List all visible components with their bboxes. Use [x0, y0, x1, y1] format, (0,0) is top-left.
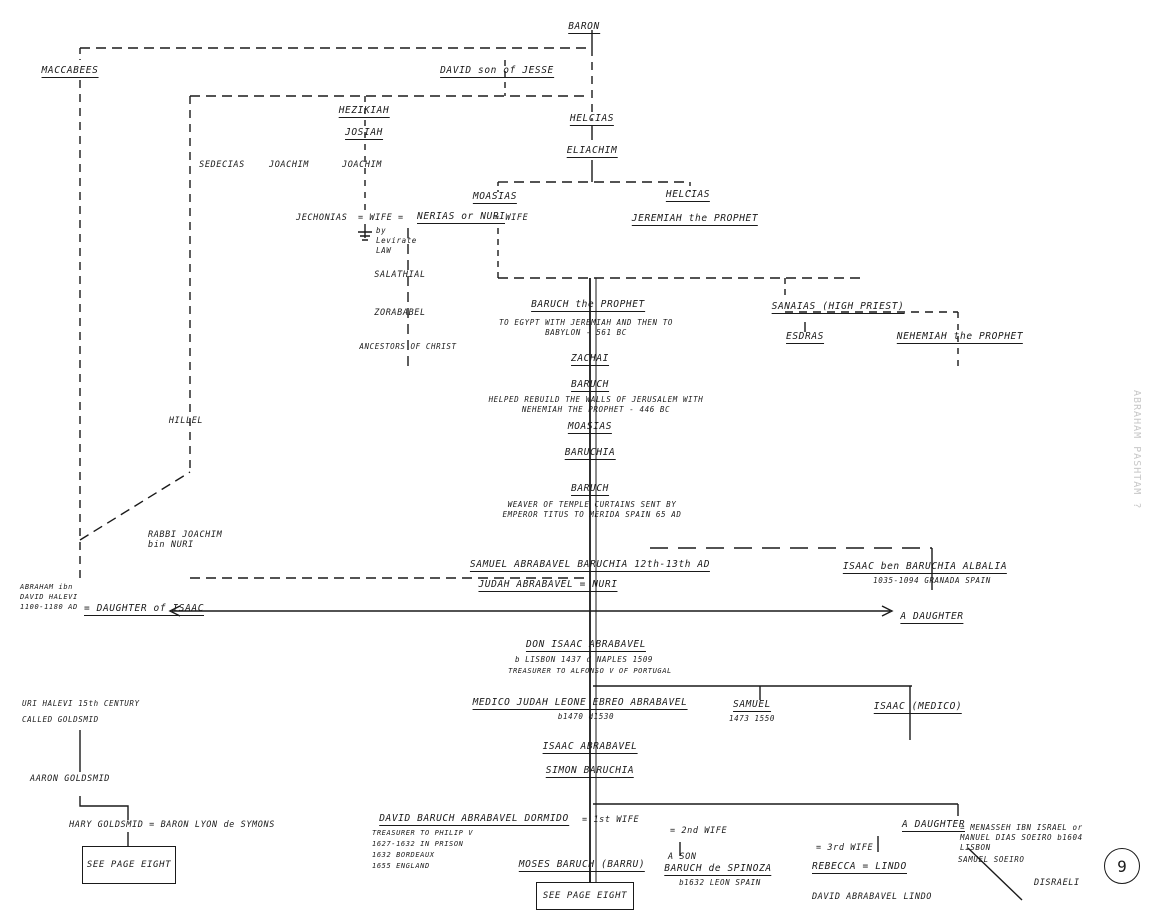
node-don-isaac-note1: b LISBON 1437 d NAPLES 1509 — [514, 655, 654, 664]
node-hillel: HILLEL — [168, 416, 204, 426]
node-baruch2: BARUCH — [571, 379, 609, 392]
see-page-eight-center-box: SEE PAGE EIGHT — [536, 882, 634, 910]
node-david: DAVID son of JESSE — [440, 65, 554, 78]
node-baruch-prophet-note: TO EGYPT WITH JEREMIAH AND THEN TO BABYL… — [499, 318, 673, 337]
node-a-daughter1: A DAUGHTER — [900, 611, 964, 624]
node-disraeli: DISRAELI — [1034, 878, 1080, 888]
node-wife1: = WIFE = — [358, 213, 404, 223]
node-a-daughter2: A DAUGHTER — [902, 819, 966, 832]
node-isaac-medico: ISAAC (MEDICO) — [873, 701, 963, 714]
see-page-eight-left-box: SEE PAGE EIGHT — [82, 846, 176, 884]
node-hary: HARY GOLDSMID = BARON LYON de SYMONS — [69, 820, 275, 830]
node-samuel: SAMUEL ABRABAVEL BARUCHIA 12th-13th AD — [469, 559, 711, 572]
side-note: ABRAHAM PASHTAM ? — [1131, 390, 1142, 510]
node-maccabees: MACCABEES — [41, 65, 99, 78]
node-isaac-baruchia: ISAAC ben BARUCHIA ALBALIA — [842, 561, 1008, 574]
see-page-eight-left-label: SEE PAGE EIGHT — [86, 860, 172, 870]
node-rebecca: REBECCA = LINDO — [812, 861, 907, 874]
node-baruch-prophet: BARUCH the PROPHET — [531, 299, 645, 312]
node-don-isaac-note2: TREASURER TO ALFONSO V OF PORTUGAL — [508, 667, 672, 675]
node-salathial: SALATHIAL — [374, 270, 426, 280]
node-abraham: ABRAHAM ibn DAVID HALEVI 1100-1180 AD — [20, 583, 78, 611]
node-jechonias: JECHONIAS — [296, 213, 348, 223]
node-baron: BARON — [568, 21, 600, 34]
node-helcias2: HELCIAS — [665, 189, 711, 202]
node-ancestors: ANCESTORS OF CHRIST — [359, 342, 457, 351]
node-baruch2-note: HELPED REBUILD THE WALLS OF JERUSALEM WI… — [488, 395, 704, 414]
node-david-baruch-note: TREASURER TO PHILIP V 1627-1632 IN PRISO… — [372, 829, 474, 870]
node-wife-3rd: = 3rd WIFE — [816, 843, 874, 853]
node-mosias1: MOASIAS — [472, 191, 518, 204]
node-baruch3-note: WEAVER OF TEMPLE CURTAINS SENT BY EMPERO… — [502, 500, 682, 519]
node-david-lindo: DAVID ABRABAVEL LINDO — [811, 892, 933, 902]
node-aaron: AARON GOLDSMID — [29, 774, 111, 784]
node-hezikiah: HEZIKIAH — [338, 105, 390, 118]
node-wife-2nd: = 2nd WIFE — [670, 826, 728, 836]
node-ason: A SON — [668, 852, 697, 862]
node-medico: MEDICO JUDAH LEONE EBREO ABRABAVEL — [472, 697, 688, 710]
node-zachai: ZACHAI — [571, 353, 609, 366]
node-daughter-isaac: = DAUGHTER of ISAAC — [84, 603, 205, 616]
node-nehemiah: NEHEMIAH the PROPHET — [896, 331, 1024, 344]
node-levirate: by Levirate LAW — [376, 226, 417, 255]
node-wife2: = WIFE — [494, 213, 529, 223]
node-samuel2: SAMUEL — [733, 699, 771, 712]
node-samuel2-note: 1473 1550 — [728, 714, 776, 723]
node-samuel-soeiro: SAMUEL SOEIRO — [958, 855, 1025, 864]
node-menasseh: = MENASSEH IBN ISRAEL or MANUEL DIAS SOE… — [960, 823, 1083, 852]
node-mosias2: MOASIAS — [567, 421, 613, 434]
node-moses-baruch: MOSES BARUCH (BARRU) — [518, 859, 646, 872]
page-number-circle: 9 — [1104, 848, 1140, 884]
node-baruchia: BARUCHIA — [564, 447, 616, 460]
node-joachim2: JOACHIM — [341, 160, 383, 170]
see-page-eight-center-label: SEE PAGE EIGHT — [542, 891, 628, 901]
node-jeremiah: JEREMIAH the PROPHET — [631, 213, 759, 226]
node-sedecias: SEDECIAS — [199, 160, 245, 170]
node-helcias1: HELCIAS — [569, 113, 615, 126]
node-judah1: JUDAH ABRABAVEL = NURI — [478, 579, 618, 592]
node-rabbi: RABBI JOACHIM bin NURI — [148, 530, 223, 550]
node-uri: URI HALEVI 15th CENTURY CALLED GOLDSMID — [22, 699, 140, 724]
node-baruch3: BARUCH — [571, 483, 609, 496]
node-eliachim: ELIACHIM — [566, 145, 618, 158]
node-wife-1st: = 1st WIFE — [582, 815, 640, 825]
node-isaac-baruchia-note: 1035-1094 GRANADA SPAIN — [873, 576, 991, 585]
node-simon: SIMON BARUCHIA — [545, 765, 635, 778]
node-josiah: JOSIAH — [345, 127, 383, 140]
node-ezdras: ESDRAS — [786, 331, 824, 344]
node-sanaias: SANAIAS (HIGH PRIEST) — [771, 301, 905, 314]
node-medico-note: b1470 d1530 — [557, 712, 615, 721]
node-zorababel: ZORABABEL — [374, 308, 426, 318]
node-isaac-abrabavel: ISAAC ABRABAVEL — [542, 741, 638, 754]
node-nerias: NERIAS or NURI — [417, 211, 506, 224]
node-baruch-spinoza: BARUCH de SPINOZA — [664, 863, 772, 876]
page-number: 9 — [1117, 856, 1127, 876]
node-spinoza-note: b1632 LEON SPAIN — [679, 878, 761, 887]
node-joachim1: JOACHIM — [268, 160, 310, 170]
node-david-baruch: DAVID BARUCH ABRABAVEL DORMIDO — [379, 813, 569, 826]
node-don-isaac: DON ISAAC ABRABAVEL — [525, 639, 647, 652]
